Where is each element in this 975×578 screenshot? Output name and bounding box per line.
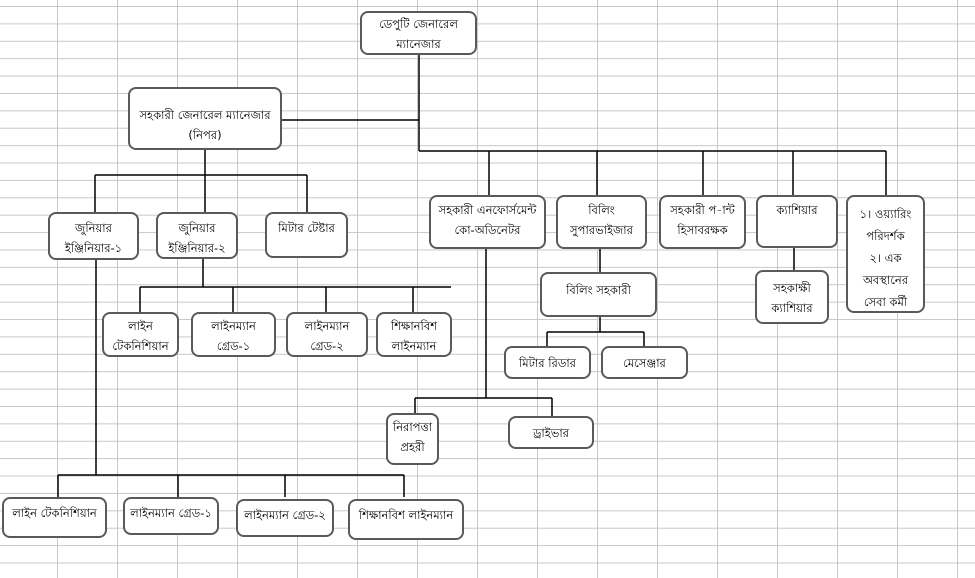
box-label: ইঞ্জিনিয়ার-১ — [64, 241, 123, 255]
box-label: ডেপুটি জেনারেল — [379, 17, 458, 31]
je1-trainee-lineman-box[interactable]: শিক্ষানবিশ লাইনম্যান — [348, 499, 464, 540]
junior-engineer-2-box[interactable]: জুনিয়ার ইঞ্জিনিয়ার-২ — [156, 212, 238, 259]
box-label: মিটার রিডার — [519, 355, 576, 370]
box-label: সুপারভাইজার — [570, 223, 633, 237]
junior-engineer-1-box[interactable]: জুনিয়ার ইঞ্জিনিয়ার-১ — [48, 212, 139, 260]
box-label: বিলিং — [588, 203, 615, 217]
box-label: শিক্ষানবিশ লাইনম্যান — [358, 508, 454, 522]
connector — [546, 249, 645, 347]
je2-lineman-grade-2-box[interactable]: লাইনম্যান গ্রেড-২ — [286, 312, 368, 357]
box-label: ক্যাশিয়ার — [771, 301, 813, 315]
je1-lineman-grade-2-box[interactable]: লাইনম্যান গ্রেড-২ — [236, 499, 334, 537]
box-label: অবস্থানের — [862, 273, 909, 287]
box-label: শিক্ষানবিশ — [390, 319, 438, 333]
box-label: জুনিয়ার — [75, 221, 112, 235]
connector — [282, 55, 887, 195]
box-label: ১। ওয়্যারিং — [859, 207, 912, 221]
connector — [139, 259, 451, 312]
box-label: মিটার টেষ্টার — [278, 221, 335, 235]
meter-reader-box[interactable]: মিটার রিডার — [504, 346, 591, 379]
assistant-cashier-box[interactable]: সহকাক্ষী ক্যাশিয়ার — [755, 270, 829, 324]
box-label: সহকারী জেনারেল ম্যানেজার — [139, 107, 271, 122]
box-label: ইঞ্জিনিয়ার-২ — [168, 241, 226, 255]
je1-line-technician-box[interactable]: লাইন টেকনিশিয়ান — [2, 497, 107, 538]
box-label: লাইনম্যান — [211, 319, 256, 333]
security-guard-box[interactable]: নিরাপত্তা প্রহরী — [386, 413, 439, 465]
box-label: টেকনিশিয়ান — [112, 339, 169, 353]
billing-supervisor-box[interactable]: বিলিং সুপারভাইজার — [556, 195, 647, 249]
box-label: ম্যানেজার — [396, 37, 441, 51]
box-label: প্রহরী — [400, 440, 425, 454]
box-label: নিরাপত্তা — [392, 420, 433, 434]
box-label: পরিদর্শক — [866, 229, 905, 243]
cashier-box[interactable]: ক্যাশিয়ার — [756, 195, 838, 248]
je1-lineman-grade-1-box[interactable]: লাইনম্যান গ্রেড-১ — [123, 497, 219, 535]
box-label: সহকারী এনফোর্সমেন্ট — [438, 203, 537, 217]
box-label: সহকাক্ষী — [773, 281, 811, 295]
box-label: লাইনম্যান গ্রেড-১ — [130, 506, 212, 520]
connector — [94, 150, 308, 212]
driver-box[interactable]: ড্রাইভার — [508, 416, 594, 449]
deputy-general-manager-box[interactable]: ডেপুটি জেনারেল ম্যানেজার — [360, 11, 477, 55]
je2-line-technician-box[interactable]: লাইন টেকনিশিয়ান — [102, 312, 179, 357]
box-label: লাইন টেকনিশিয়ান — [12, 506, 97, 520]
messenger-box[interactable]: মেসেঞ্জার — [601, 346, 688, 379]
wiring-inspector-service-staff-box[interactable]: ১। ওয়্যারিং পরিদর্শক ২। এক অবস্থানের সে… — [846, 195, 925, 313]
box-label: লাইনম্যান গ্রেড-২ — [244, 508, 326, 522]
box-label: সহকারী প-ান্ট — [670, 203, 735, 217]
meter-tester-box[interactable]: মিটার টেষ্টার — [265, 212, 348, 258]
box-label: লাইনম্যান — [304, 319, 350, 333]
box-label: মেসেঞ্জার — [623, 355, 666, 370]
box-label: গ্রেড-১ — [216, 339, 251, 353]
enforcement-coordinator-box[interactable]: সহকারী এনফোর্সমেন্ট কো-অডিনেটর — [429, 195, 546, 249]
box-label: গ্রেড-২ — [310, 339, 344, 353]
box-label: ২। এক — [869, 251, 902, 265]
connector — [414, 249, 553, 416]
box-label: (নিপর) — [188, 127, 222, 142]
box-label: জুনিয়ার — [178, 221, 216, 235]
billing-assistant-box[interactable]: বিলিং সহকারী — [540, 272, 657, 317]
box-label: বিলিং সহকারী — [566, 283, 631, 297]
je2-trainee-lineman-box[interactable]: শিক্ষানবিশ লাইনম্যান — [376, 312, 452, 357]
box-label: ক্যাশিয়ার — [776, 203, 818, 217]
box-label: হিসাবরক্ষক — [677, 223, 728, 237]
box-label: কো-অডিনেটর — [454, 223, 521, 237]
box-label: সেবা কর্মী — [863, 295, 908, 309]
assistant-general-manager-box[interactable]: সহকারী জেনারেল ম্যানেজার (নিপর) — [128, 87, 282, 150]
assistant-plant-accountant-box[interactable]: সহকারী প-ান্ট হিসাবরক্ষক — [659, 195, 746, 249]
box-label: ড্রাইভার — [533, 425, 569, 440]
je2-lineman-grade-1-box[interactable]: লাইনম্যান গ্রেড-১ — [191, 312, 276, 357]
box-label: লাইনম্যান — [391, 339, 437, 353]
connector — [57, 260, 405, 497]
box-label: লাইন — [128, 319, 153, 333]
